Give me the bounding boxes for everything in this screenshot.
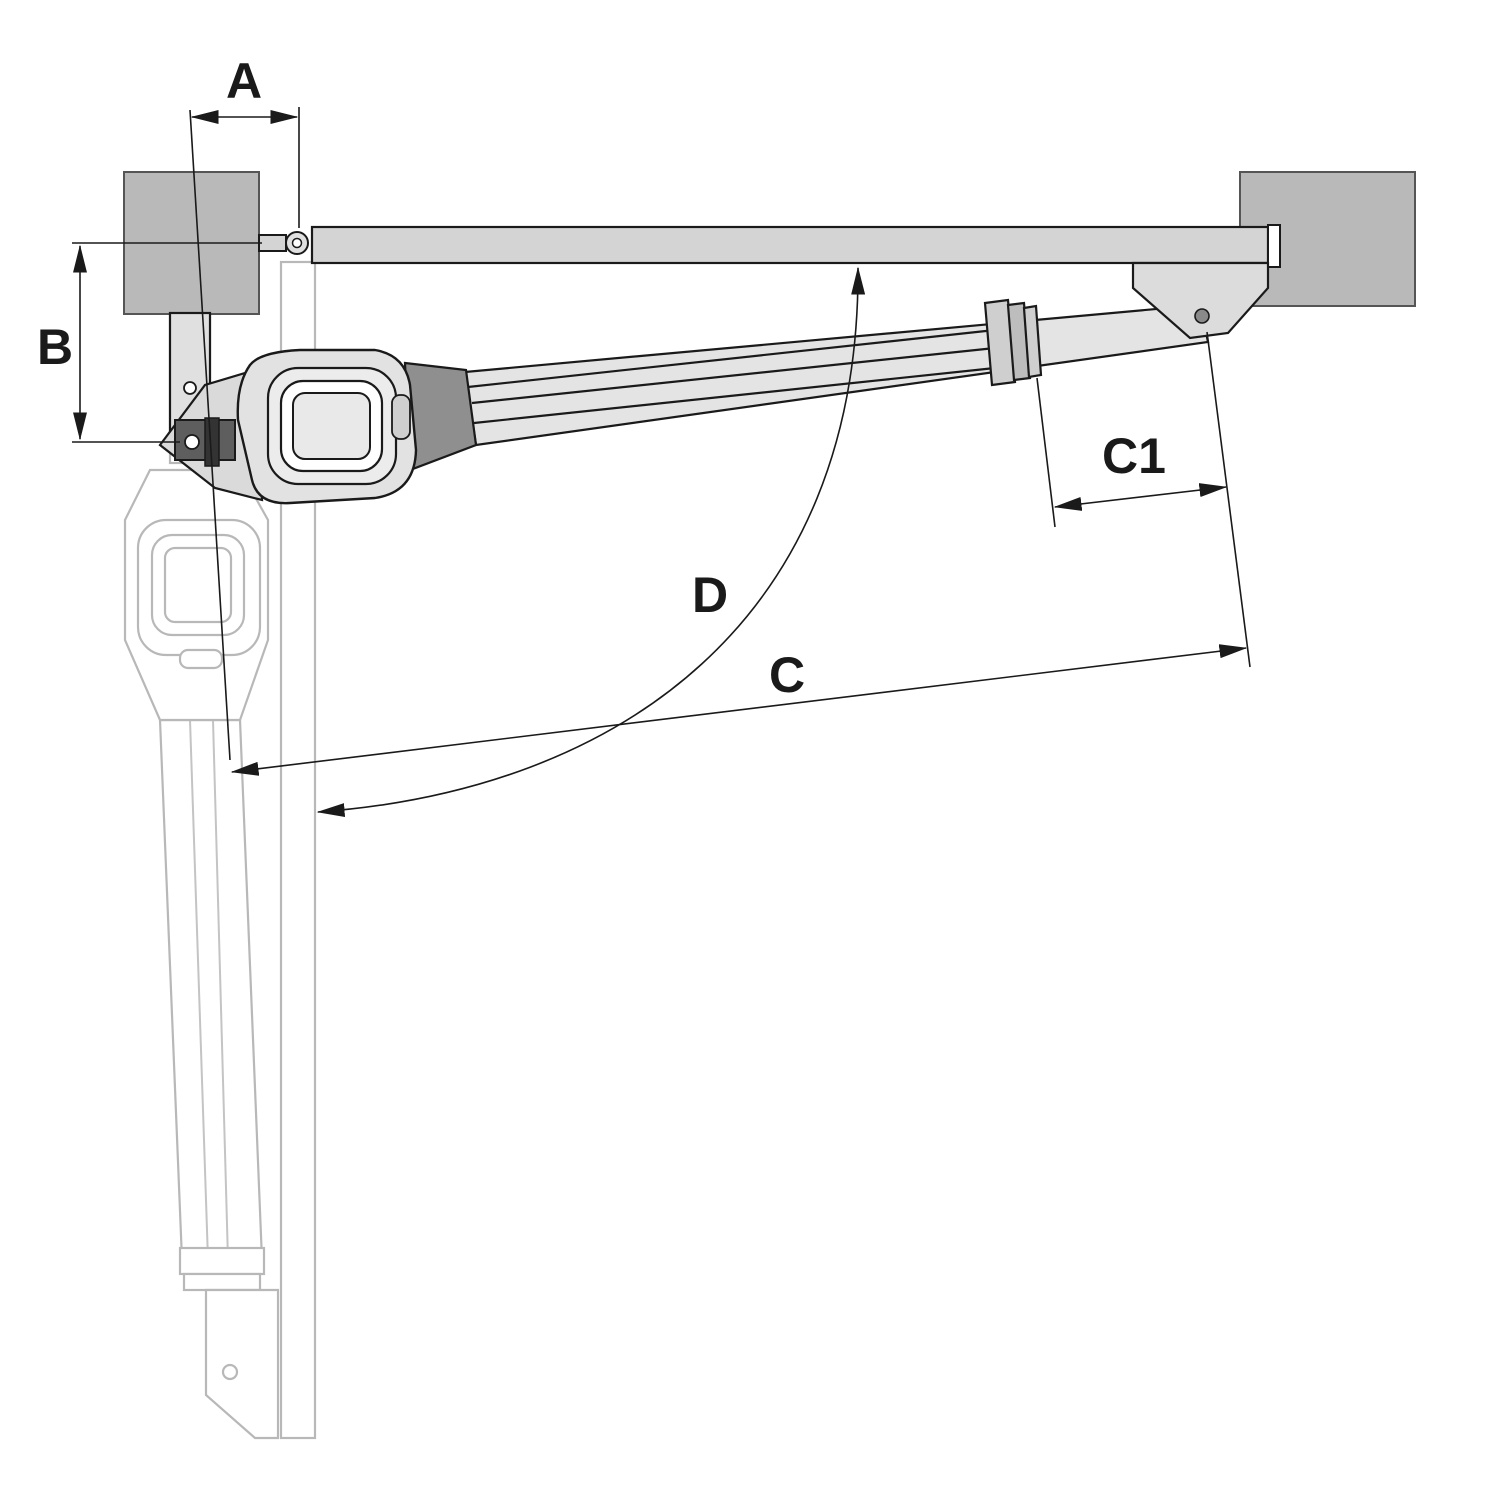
open-gate-leaf (258, 224, 1281, 268)
rear-pivot-icon (184, 434, 200, 450)
label-d: D (692, 567, 728, 623)
label-c: C (769, 647, 805, 703)
dimension-d-angle: D (316, 266, 866, 818)
dimension-c1: C1 (1036, 377, 1228, 528)
label-a: A (226, 53, 262, 109)
dimension-a: A (189, 53, 300, 761)
front-pivot-icon (1194, 308, 1210, 324)
dimension-b: B (37, 242, 262, 443)
label-b: B (37, 319, 73, 375)
label-c1: C1 (1102, 428, 1166, 484)
